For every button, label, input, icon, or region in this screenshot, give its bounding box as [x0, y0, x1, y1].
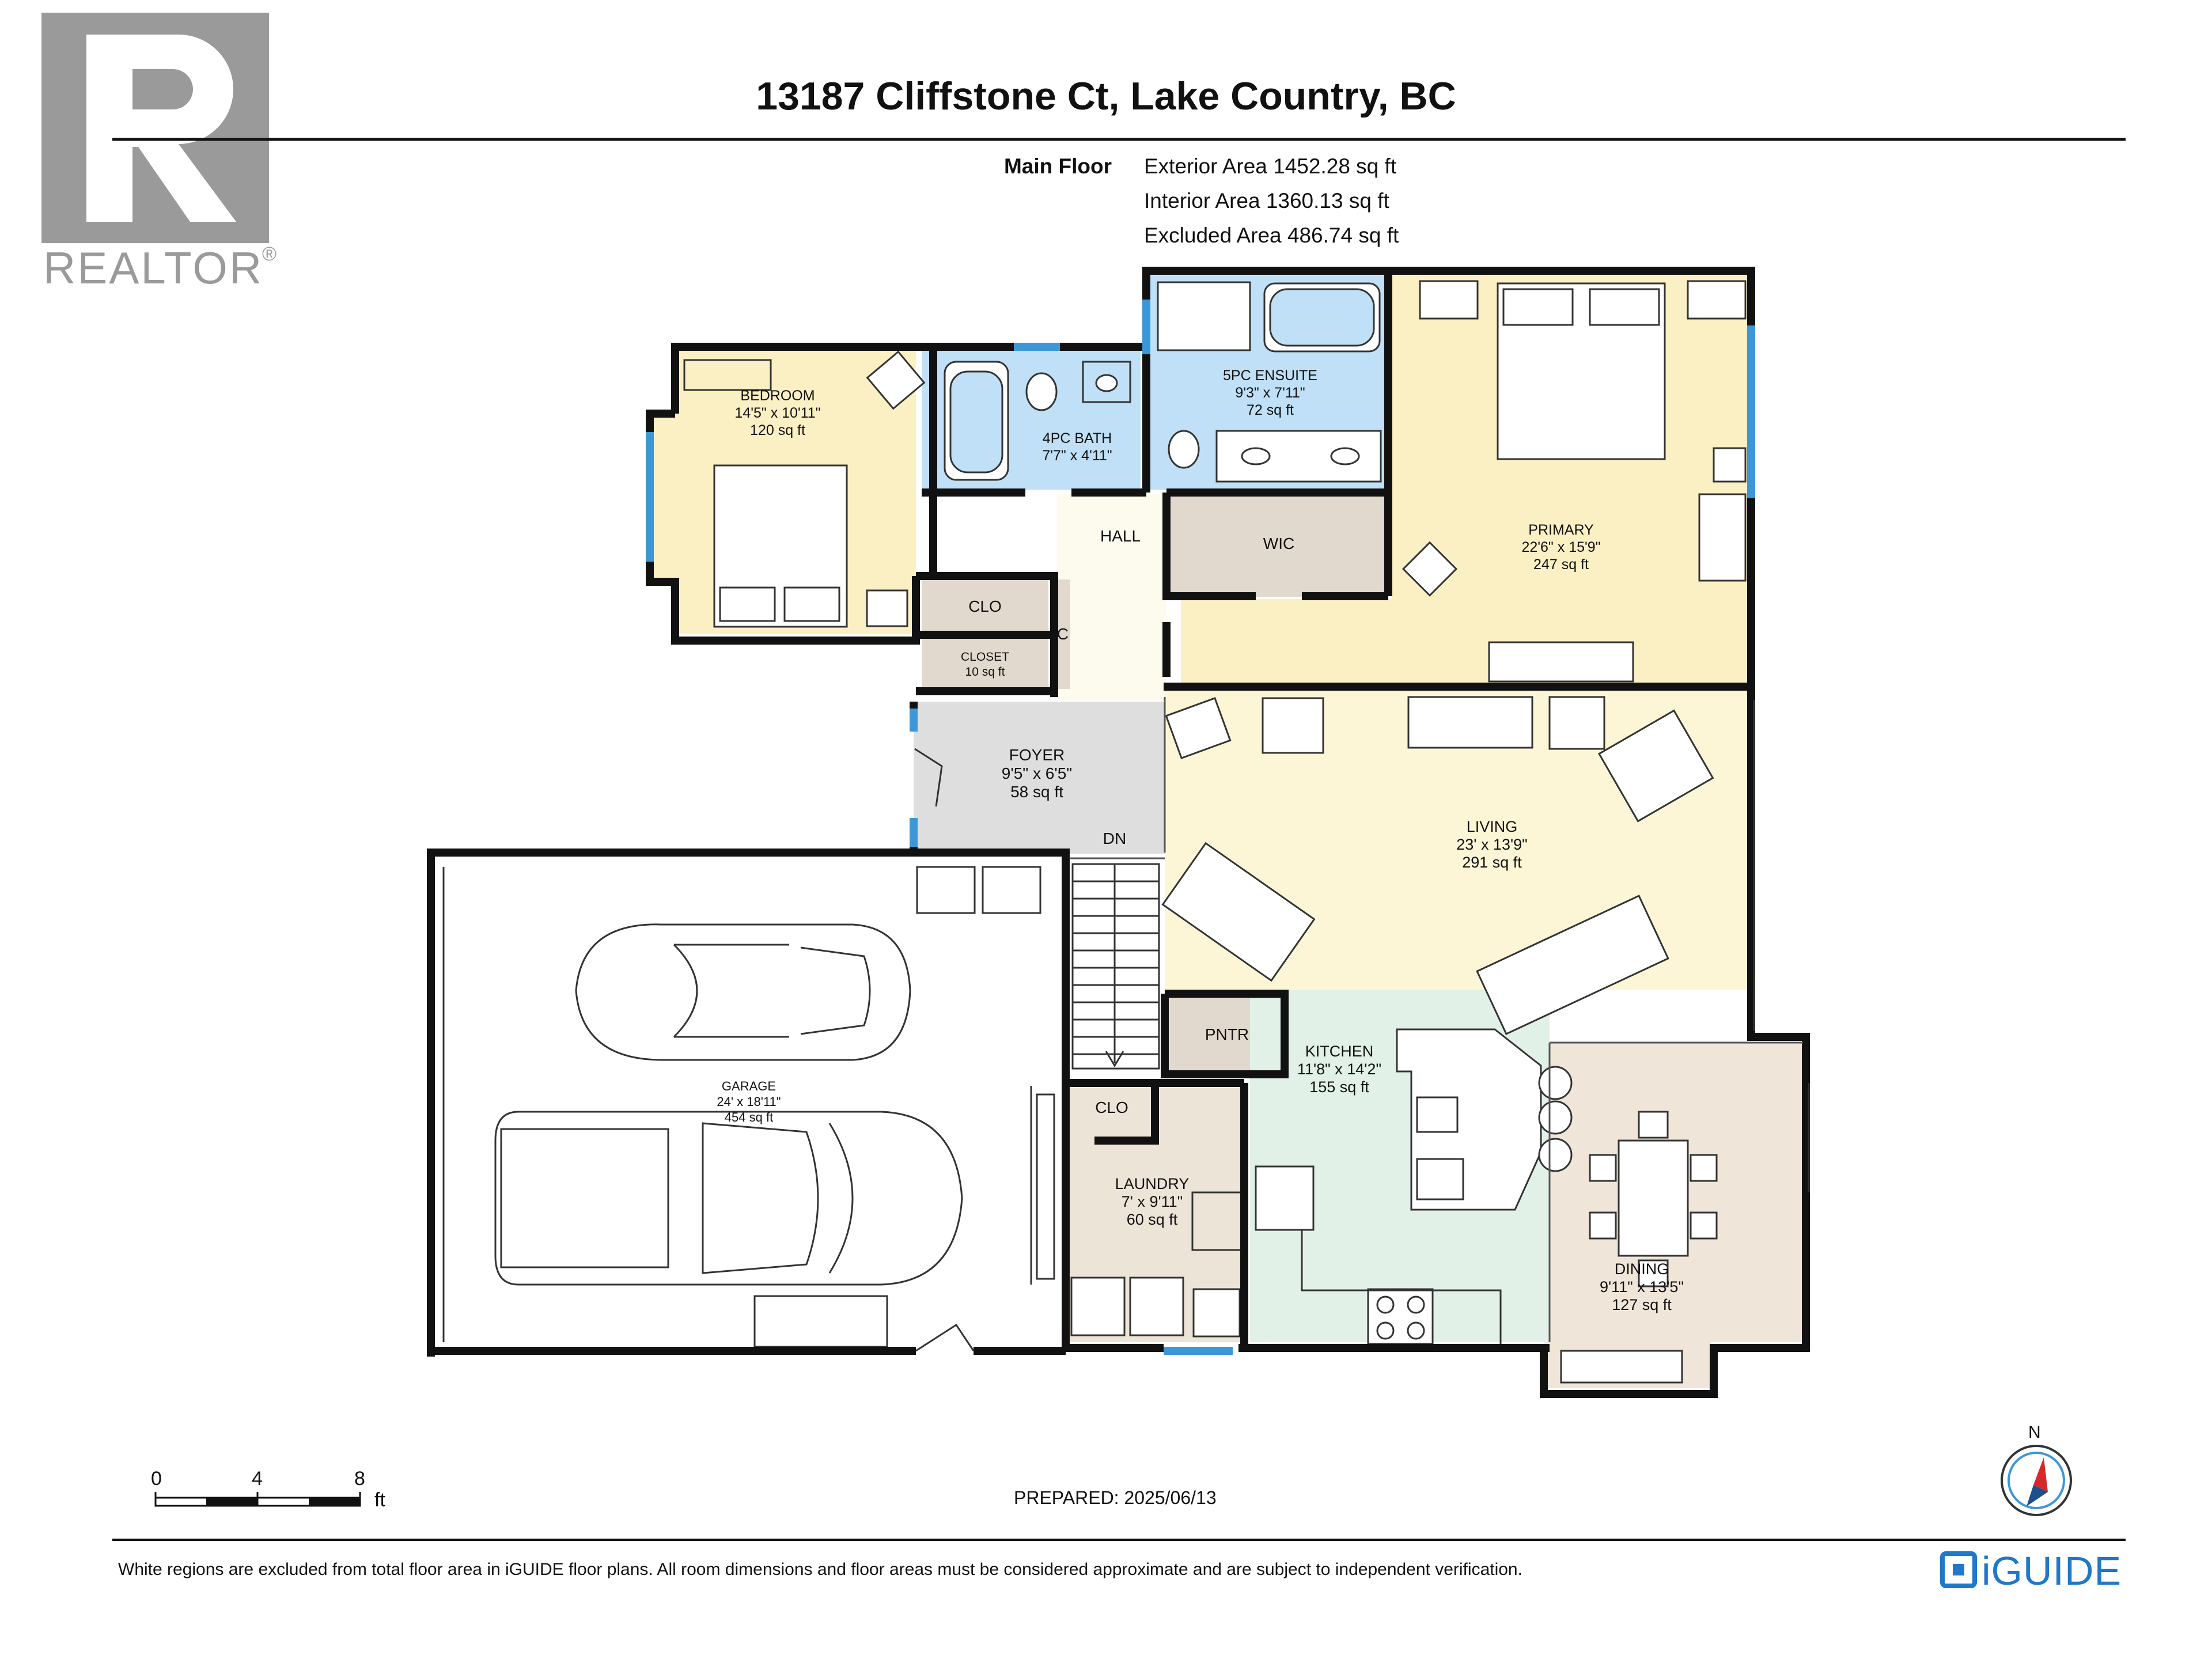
- dining-table-icon: [1618, 1139, 1689, 1257]
- room-name: BEDROOM: [740, 388, 815, 404]
- room-dims: 24' x 18'11": [717, 1094, 781, 1109]
- stairs-dn-label: DN: [1103, 830, 1127, 847]
- washer-icon: [1070, 1277, 1126, 1336]
- room-area: 127 sq ft: [1612, 1296, 1672, 1313]
- thin-walls: [1070, 697, 1803, 1342]
- room-name: CLOSET: [960, 650, 1010, 664]
- realtor-logo-icon: [41, 13, 269, 243]
- room-name: KITCHEN: [1305, 1043, 1374, 1060]
- bedroom-bay-fill: [651, 414, 675, 581]
- openings: [442, 700, 1810, 1352]
- iguide-logo-icon: [1940, 1551, 1977, 1588]
- scale-bar: [154, 1492, 361, 1507]
- room-name: LIVING: [1466, 818, 1518, 835]
- iguide-logo-text: iGUIDE: [1982, 1548, 2122, 1593]
- room-dims: 9'11" x 13'5": [1599, 1278, 1684, 1296]
- room-area: 60 sq ft: [1126, 1211, 1178, 1228]
- room-clo-laundry: CLO: [1095, 1099, 1128, 1116]
- footer-note: White regions are excluded from total fl…: [118, 1560, 1522, 1579]
- garage-cars: [494, 923, 963, 1286]
- room-name: GARAGE: [721, 1079, 777, 1093]
- room-dining: DINING 9'11" x 13'5" 127 sq ft: [1573, 1260, 1711, 1314]
- room-area: 155 sq ft: [1309, 1078, 1369, 1096]
- realtor-registered-mark: ®: [262, 243, 277, 265]
- room-primary: PRIMARY 22'6" x 15'9" 247 sq ft: [1486, 521, 1636, 573]
- room-5pc-ensuite: 5PC ENSUITE 9'3" x 7'11" 72 sq ft: [1195, 367, 1345, 419]
- interior-area: Interior Area 1360.13 sq ft: [1144, 189, 1389, 213]
- car-bottom-icon: [494, 1111, 963, 1286]
- room-kitchen: KITCHEN 11'8" x 14'2" 155 sq ft: [1273, 1043, 1406, 1096]
- room-dims: 9'3" x 7'11": [1235, 385, 1305, 401]
- dryer-icon: [1129, 1277, 1184, 1336]
- room-c: C: [1056, 625, 1069, 643]
- clo1-fill: [922, 579, 1048, 631]
- room-pntr: PNTR: [1205, 1025, 1249, 1043]
- room-dims: 23' x 13'9": [1456, 836, 1528, 853]
- room-name: LAUNDRY: [1115, 1175, 1190, 1192]
- scale-tick-0: 0: [151, 1468, 162, 1490]
- north-label: N: [2028, 1423, 2041, 1442]
- exterior-area: Exterior Area 1452.28 sq ft: [1144, 154, 1397, 178]
- wic-fill: [1169, 494, 1388, 597]
- room-name: PRIMARY: [1528, 522, 1594, 538]
- floor-name: Main Floor: [1003, 154, 1112, 178]
- room-name: 4PC BATH: [1042, 430, 1112, 446]
- scale-unit: ft: [374, 1489, 385, 1511]
- room-clo: CLO: [968, 597, 1002, 615]
- room-name: 5PC ENSUITE: [1223, 368, 1317, 384]
- foyer-fill: [914, 702, 1165, 854]
- room-area: 10 sq ft: [965, 665, 1005, 679]
- room-foyer: FOYER 9'5" x 6'5" 58 sq ft: [974, 746, 1100, 801]
- windows: [646, 300, 1755, 1355]
- sofa-icon-2: [1476, 895, 1669, 1035]
- scale-tick-8: 8: [354, 1468, 365, 1490]
- room-dims: 14'5" x 10'11": [734, 405, 821, 421]
- prepared-date: PREPARED: 2025/06/13: [1014, 1487, 1217, 1508]
- closet-fill: [922, 638, 1048, 689]
- room-wic: WIC: [1263, 535, 1295, 552]
- compass-icon: [2001, 1445, 2072, 1516]
- page-title: 13187 Cliffstone Ct, Lake Country, BC: [756, 74, 1456, 118]
- room-dims: 22'6" x 15'9": [1521, 539, 1601, 555]
- room-bedroom: BEDROOM 14'5" x 10'11" 120 sq ft: [709, 387, 847, 439]
- excluded-area: Excluded Area 486.74 sq ft: [1144, 224, 1399, 247]
- furniture: [683, 280, 1747, 1384]
- room-laundry: LAUNDRY 7' x 9'11" 60 sq ft: [1083, 1175, 1221, 1229]
- room-area: 58 sq ft: [1010, 783, 1063, 801]
- room-area: 291 sq ft: [1462, 854, 1522, 871]
- walls: [427, 267, 1810, 1398]
- room-closet: CLOSET 10 sq ft: [945, 650, 1025, 680]
- room-dims: 9'5" x 6'5": [1001, 764, 1073, 782]
- room-area: 247 sq ft: [1533, 556, 1589, 573]
- stairs: [1071, 863, 1160, 1070]
- room-dims: 11'8" x 14'2": [1297, 1060, 1382, 1078]
- sofa-icon: [1161, 842, 1316, 982]
- room-dims: 7' x 9'11": [1121, 1193, 1183, 1210]
- shower-icon: [1157, 281, 1251, 351]
- realtor-logo-text: REALTOR: [43, 243, 264, 293]
- room-name: DINING: [1614, 1260, 1669, 1278]
- room-name: FOYER: [1009, 746, 1065, 764]
- room-hall: HALL: [1100, 527, 1141, 545]
- room-garage: GARAGE 24' x 18'11" 454 sq ft: [680, 1078, 818, 1125]
- room-living: LIVING 23' x 13'9" 291 sq ft: [1423, 818, 1561, 872]
- room-area: 72 sq ft: [1247, 402, 1294, 418]
- room-4pc-bath: 4PC BATH 7'7" x 4'11": [1011, 430, 1143, 464]
- scale-tick-4: 4: [252, 1468, 263, 1490]
- primary-lower-fill: [1181, 599, 1394, 684]
- stair-fill: [1070, 859, 1165, 1073]
- car-top-icon: [575, 923, 911, 1061]
- room-area: 454 sq ft: [724, 1110, 774, 1124]
- room-area: 120 sq ft: [750, 422, 805, 438]
- room-dims: 7'7" x 4'11": [1042, 448, 1112, 464]
- hall-fill: [1057, 494, 1166, 700]
